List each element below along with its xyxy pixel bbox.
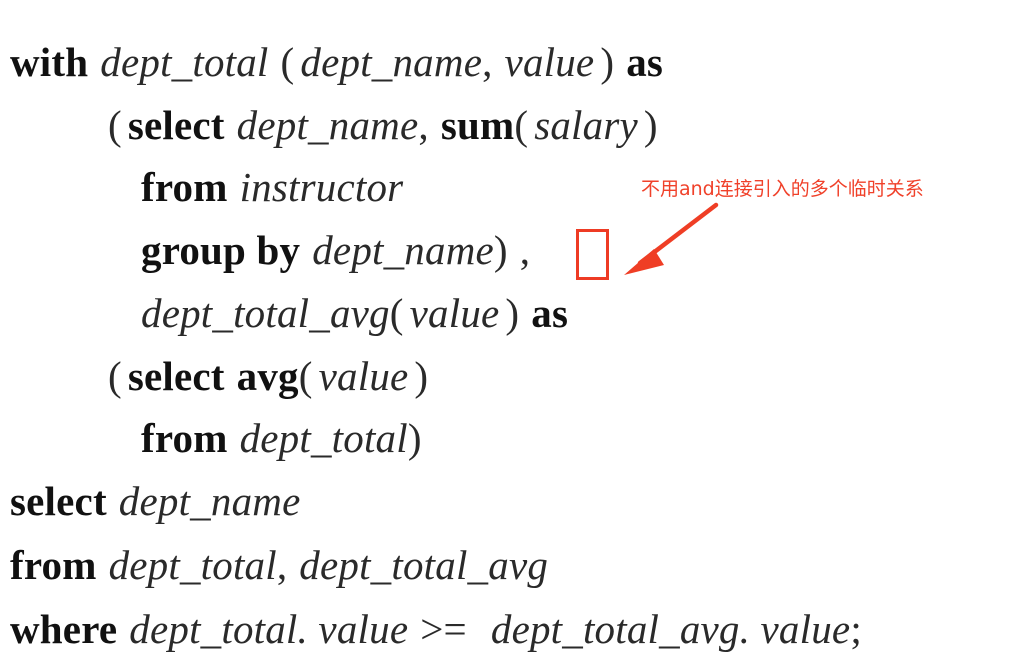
keyword: where: [10, 606, 118, 652]
punctuation: ,: [276, 542, 288, 588]
keyword: as: [531, 290, 569, 336]
keyword: from: [141, 164, 228, 210]
identifier: dept_name: [118, 478, 301, 524]
punctuation: ,: [418, 102, 429, 148]
highlighted-comma: ,: [519, 227, 531, 273]
identifier: dept_name: [312, 227, 494, 273]
identifier: dept_total_avg. value: [490, 606, 851, 652]
identifier: dept_name: [300, 39, 483, 85]
punctuation: ): [505, 290, 520, 336]
identifier: dept_total: [108, 542, 277, 588]
keyword: select: [127, 353, 225, 399]
punctuation: (: [389, 290, 404, 336]
keyword: group by: [141, 227, 301, 273]
identifier: dept_total. value: [129, 606, 409, 652]
punctuation: ,: [482, 39, 493, 85]
punctuation: (: [280, 39, 295, 85]
keyword: avg: [236, 353, 299, 399]
operator: >=: [420, 606, 467, 652]
punctuation: ): [493, 227, 508, 273]
punctuation: ;: [850, 606, 862, 652]
identifier: salary: [534, 102, 638, 148]
identifier: instructor: [239, 164, 404, 210]
keyword: select: [10, 478, 107, 524]
keyword: select: [127, 102, 225, 148]
code-line-5: dept_total_avg(value)as: [141, 289, 568, 337]
identifier: dept_name: [236, 102, 419, 148]
identifier: dept_total: [239, 415, 408, 461]
punctuation: ): [643, 102, 658, 148]
annotation-arrow-icon: [624, 202, 719, 275]
identifier: dept_total: [100, 39, 269, 85]
identifier: value: [504, 39, 595, 85]
keyword: as: [626, 39, 664, 85]
punctuation: ): [407, 415, 422, 461]
keyword: from: [141, 415, 228, 461]
identifier: dept_total_avg: [141, 290, 390, 336]
punctuation: (: [108, 102, 122, 148]
identifier: dept_total_avg: [299, 542, 549, 588]
keyword: with: [10, 39, 89, 85]
punctuation: (: [514, 102, 529, 148]
punctuation: (: [108, 353, 122, 399]
keyword: from: [10, 542, 97, 588]
annotation-text: 不用and连接引入的多个临时关系: [641, 178, 924, 200]
comma-highlight-box: [576, 229, 609, 280]
keyword: sum: [440, 102, 515, 148]
identifier: value: [409, 290, 500, 336]
punctuation: ): [600, 39, 615, 85]
identifier: value: [318, 353, 409, 399]
punctuation: (: [298, 353, 313, 399]
punctuation: ): [414, 353, 429, 399]
